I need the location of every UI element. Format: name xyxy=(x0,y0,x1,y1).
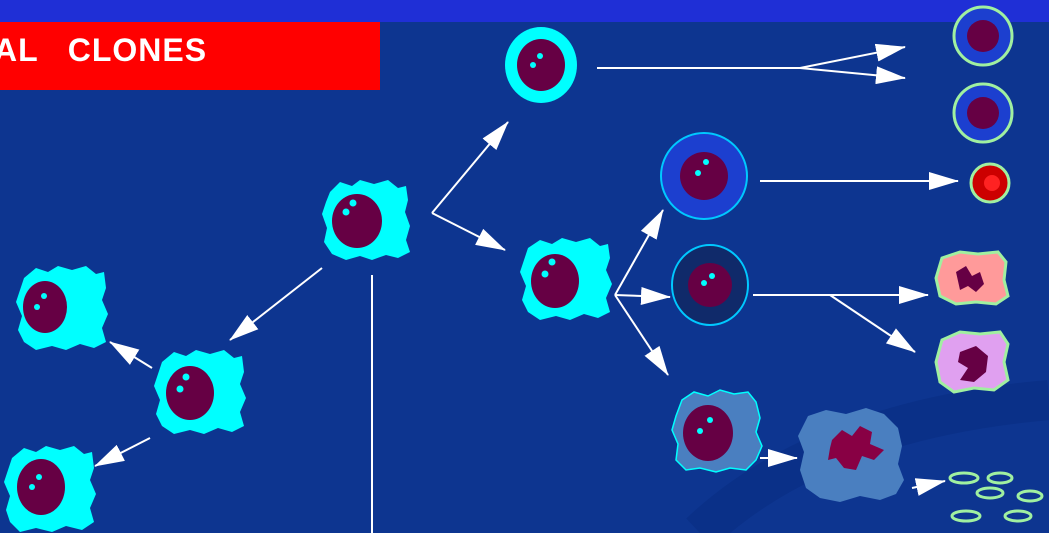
round-cyan-cell-top xyxy=(505,27,577,103)
megakaryocyte-progenitor xyxy=(671,389,763,473)
erythrocyte xyxy=(969,162,1011,204)
platelet xyxy=(1003,509,1033,523)
cell-bottom-left xyxy=(4,446,96,532)
arrow-stem-to-middle xyxy=(431,212,506,251)
platelet xyxy=(1016,489,1044,503)
arrow-top-upper xyxy=(799,43,906,69)
platelet xyxy=(948,471,980,485)
platelet xyxy=(986,471,1014,485)
arrow-stem-to-left xyxy=(229,267,323,341)
myeloblast xyxy=(671,244,749,326)
top-band xyxy=(0,0,1049,22)
cell-top-left xyxy=(16,266,108,350)
title-banner: AL CLONES xyxy=(0,10,380,90)
platelet xyxy=(975,486,1005,500)
arrow-mid-to-megaprogenitor xyxy=(614,294,669,376)
arrow-to-bottom-left xyxy=(94,437,151,467)
mature-cell-blue-1 xyxy=(952,5,1014,67)
platelets xyxy=(948,471,1044,523)
arrow-stem-to-top xyxy=(431,121,509,214)
stem-cell-center xyxy=(322,180,410,260)
granulocyte-pink xyxy=(934,250,1010,306)
arrow-top-lower xyxy=(799,66,906,85)
progenitor-cell-middle xyxy=(520,238,612,320)
mature-cell-blue-2 xyxy=(952,82,1014,144)
platelet xyxy=(950,509,982,523)
arrow-to-platelets xyxy=(911,478,946,496)
cell-left-middle xyxy=(154,350,246,434)
erythroblast xyxy=(660,132,748,220)
arrow-mid-to-myeloblast xyxy=(614,286,671,305)
arrow-to-top-left xyxy=(109,341,153,369)
arrows xyxy=(94,43,959,533)
arrow-mid-to-erythroblast xyxy=(614,209,664,296)
granulocyte-violet xyxy=(934,330,1010,394)
slide-title: AL CLONES xyxy=(0,31,208,68)
megakaryocyte xyxy=(798,408,904,502)
arrow-to-violet-granulocyte xyxy=(829,294,916,353)
